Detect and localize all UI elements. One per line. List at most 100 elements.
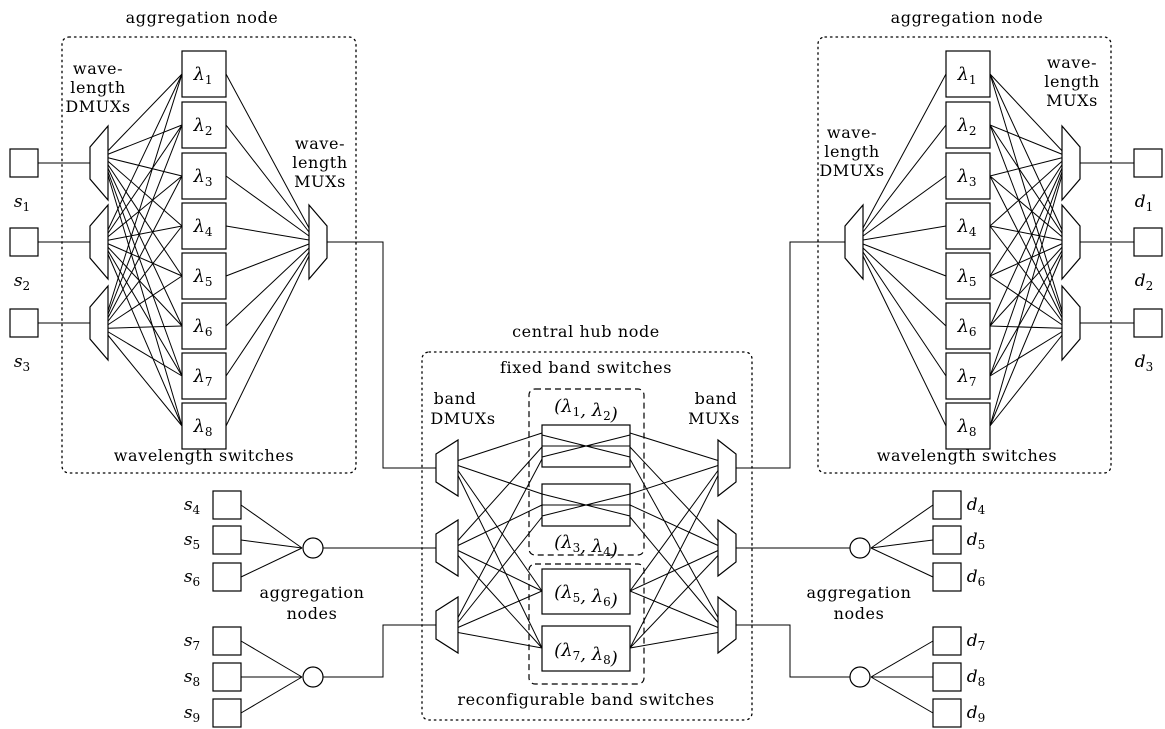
- destination-box: [932, 662, 962, 692]
- destination-box: [932, 562, 962, 592]
- connection-line: [107, 225, 183, 322]
- right-mux-label-3: MUXs: [1046, 91, 1098, 110]
- band-mux: [717, 438, 737, 498]
- aggregation-node-circle: [849, 537, 871, 559]
- wavelength-label: λ4: [956, 216, 976, 239]
- connection-line: [107, 124, 183, 234]
- aggregation-node-circle: [302, 666, 324, 688]
- fixed-band-switches-label: fixed band switches: [500, 358, 672, 377]
- connection-line: [989, 73, 1063, 152]
- wavelength-switch-box: [181, 352, 227, 400]
- band-switch-box: [541, 568, 631, 615]
- connection-line: [107, 175, 183, 318]
- wavelength-label: λ5: [192, 266, 212, 289]
- left-aggregation-node-region: [61, 36, 357, 474]
- band-label: (λ5, λ6): [554, 582, 618, 611]
- wavelength-switch-box: [945, 402, 991, 450]
- destination-box: [932, 525, 962, 555]
- connection-line: [457, 446, 543, 541]
- connection-line: [225, 73, 310, 229]
- connection-line: [989, 254, 1063, 427]
- source-box: [212, 662, 242, 692]
- source-box: [9, 148, 39, 178]
- connection-line: [107, 73, 183, 230]
- band-dmux-label-1: band: [434, 389, 477, 408]
- left-dmux-label-2: length: [70, 78, 125, 97]
- inter-node-link: [323, 624, 436, 678]
- right-wavelength-switches-label: wavelength switches: [877, 446, 1058, 465]
- right-aggregation-node-region: [817, 36, 1112, 474]
- inter-node-link: [736, 241, 845, 469]
- aggregation-link: [240, 539, 303, 549]
- connection-line: [862, 124, 947, 233]
- connection-line: [107, 175, 183, 238]
- connection-line: [107, 124, 183, 155]
- left-mux-label-2: length: [292, 153, 347, 172]
- left-dmux-label-1: wave-: [73, 59, 123, 78]
- wavelength-label: λ8: [956, 416, 976, 439]
- connection-line: [862, 225, 947, 241]
- destination-label: d1: [1135, 192, 1154, 214]
- connection-line: [629, 516, 719, 623]
- connection-line: [989, 331, 1063, 377]
- connection-line: [457, 516, 543, 623]
- connection-line: [225, 243, 310, 277]
- connection-line: [989, 225, 1063, 322]
- destination-box: [932, 626, 962, 656]
- connection-line: [629, 632, 719, 649]
- aggregation-node-circle: [849, 666, 871, 688]
- connection-line: [107, 325, 183, 329]
- connection-line: [989, 175, 1063, 238]
- reconfigurable-band-switches-label: reconfigurable band switches: [457, 690, 714, 709]
- connection-line: [989, 175, 1063, 318]
- source-label: s7: [184, 631, 200, 653]
- wavelength-switch-box: [945, 202, 991, 250]
- wavelength-demux: [844, 203, 864, 281]
- connection-line: [107, 243, 183, 277]
- connection-line: [989, 250, 1063, 377]
- wavelength-label: λ5: [956, 266, 976, 289]
- connection-line: [989, 124, 1063, 315]
- aggregation-link: [870, 504, 934, 549]
- connection-line: [989, 225, 1063, 241]
- band-mux: [717, 518, 737, 578]
- wavelength-mux: [1061, 203, 1081, 281]
- component-labels: s1s2s3λ1λ2λ3λ4λ5λ6λ7λ8d1d2d3λ1λ2λ3λ4λ5λ6…: [14, 64, 1153, 725]
- source-box: [9, 227, 39, 257]
- destination-label: d5: [967, 530, 986, 552]
- destination-box: [1133, 227, 1163, 257]
- source-label: s9: [184, 703, 200, 725]
- connection-line: [457, 555, 543, 649]
- connection-line: [629, 465, 719, 495]
- connection-line: [457, 470, 543, 592]
- left-aggregation-node-title: aggregation node: [126, 8, 279, 27]
- connection-line: [457, 458, 543, 618]
- source-box: [212, 490, 242, 520]
- source-box: [212, 626, 242, 656]
- connection-line: [862, 247, 947, 327]
- wavelength-switch-box: [181, 101, 227, 149]
- wavelength-label: λ4: [192, 216, 212, 239]
- inter-node-link: [327, 241, 436, 469]
- wavelength-mux: [1061, 124, 1081, 202]
- wavelength-demux: [89, 203, 109, 281]
- left-wavelength-switches-label: wavelength switches: [114, 446, 295, 465]
- right-mux-label-2: length: [1044, 72, 1099, 91]
- wavelength-label: λ7: [956, 366, 976, 389]
- wavelength-label: λ1: [192, 64, 212, 87]
- connection-line: [629, 550, 719, 592]
- wavelength-switch-box: [945, 50, 991, 98]
- connection-line: [107, 331, 183, 377]
- source-label: s2: [14, 271, 30, 293]
- connection-line: [989, 124, 1063, 234]
- wavelength-switch-box: [945, 152, 991, 200]
- band-label: (λ3, λ4): [554, 532, 618, 561]
- wavelength-label: λ3: [956, 166, 976, 189]
- left-aggregation-nodes-label-2: nodes: [287, 604, 338, 623]
- source-label: s5: [184, 530, 200, 552]
- connection-line: [989, 73, 1063, 230]
- aggregation-link: [240, 547, 303, 578]
- connection-line: [457, 550, 543, 592]
- connection-line: [107, 225, 183, 241]
